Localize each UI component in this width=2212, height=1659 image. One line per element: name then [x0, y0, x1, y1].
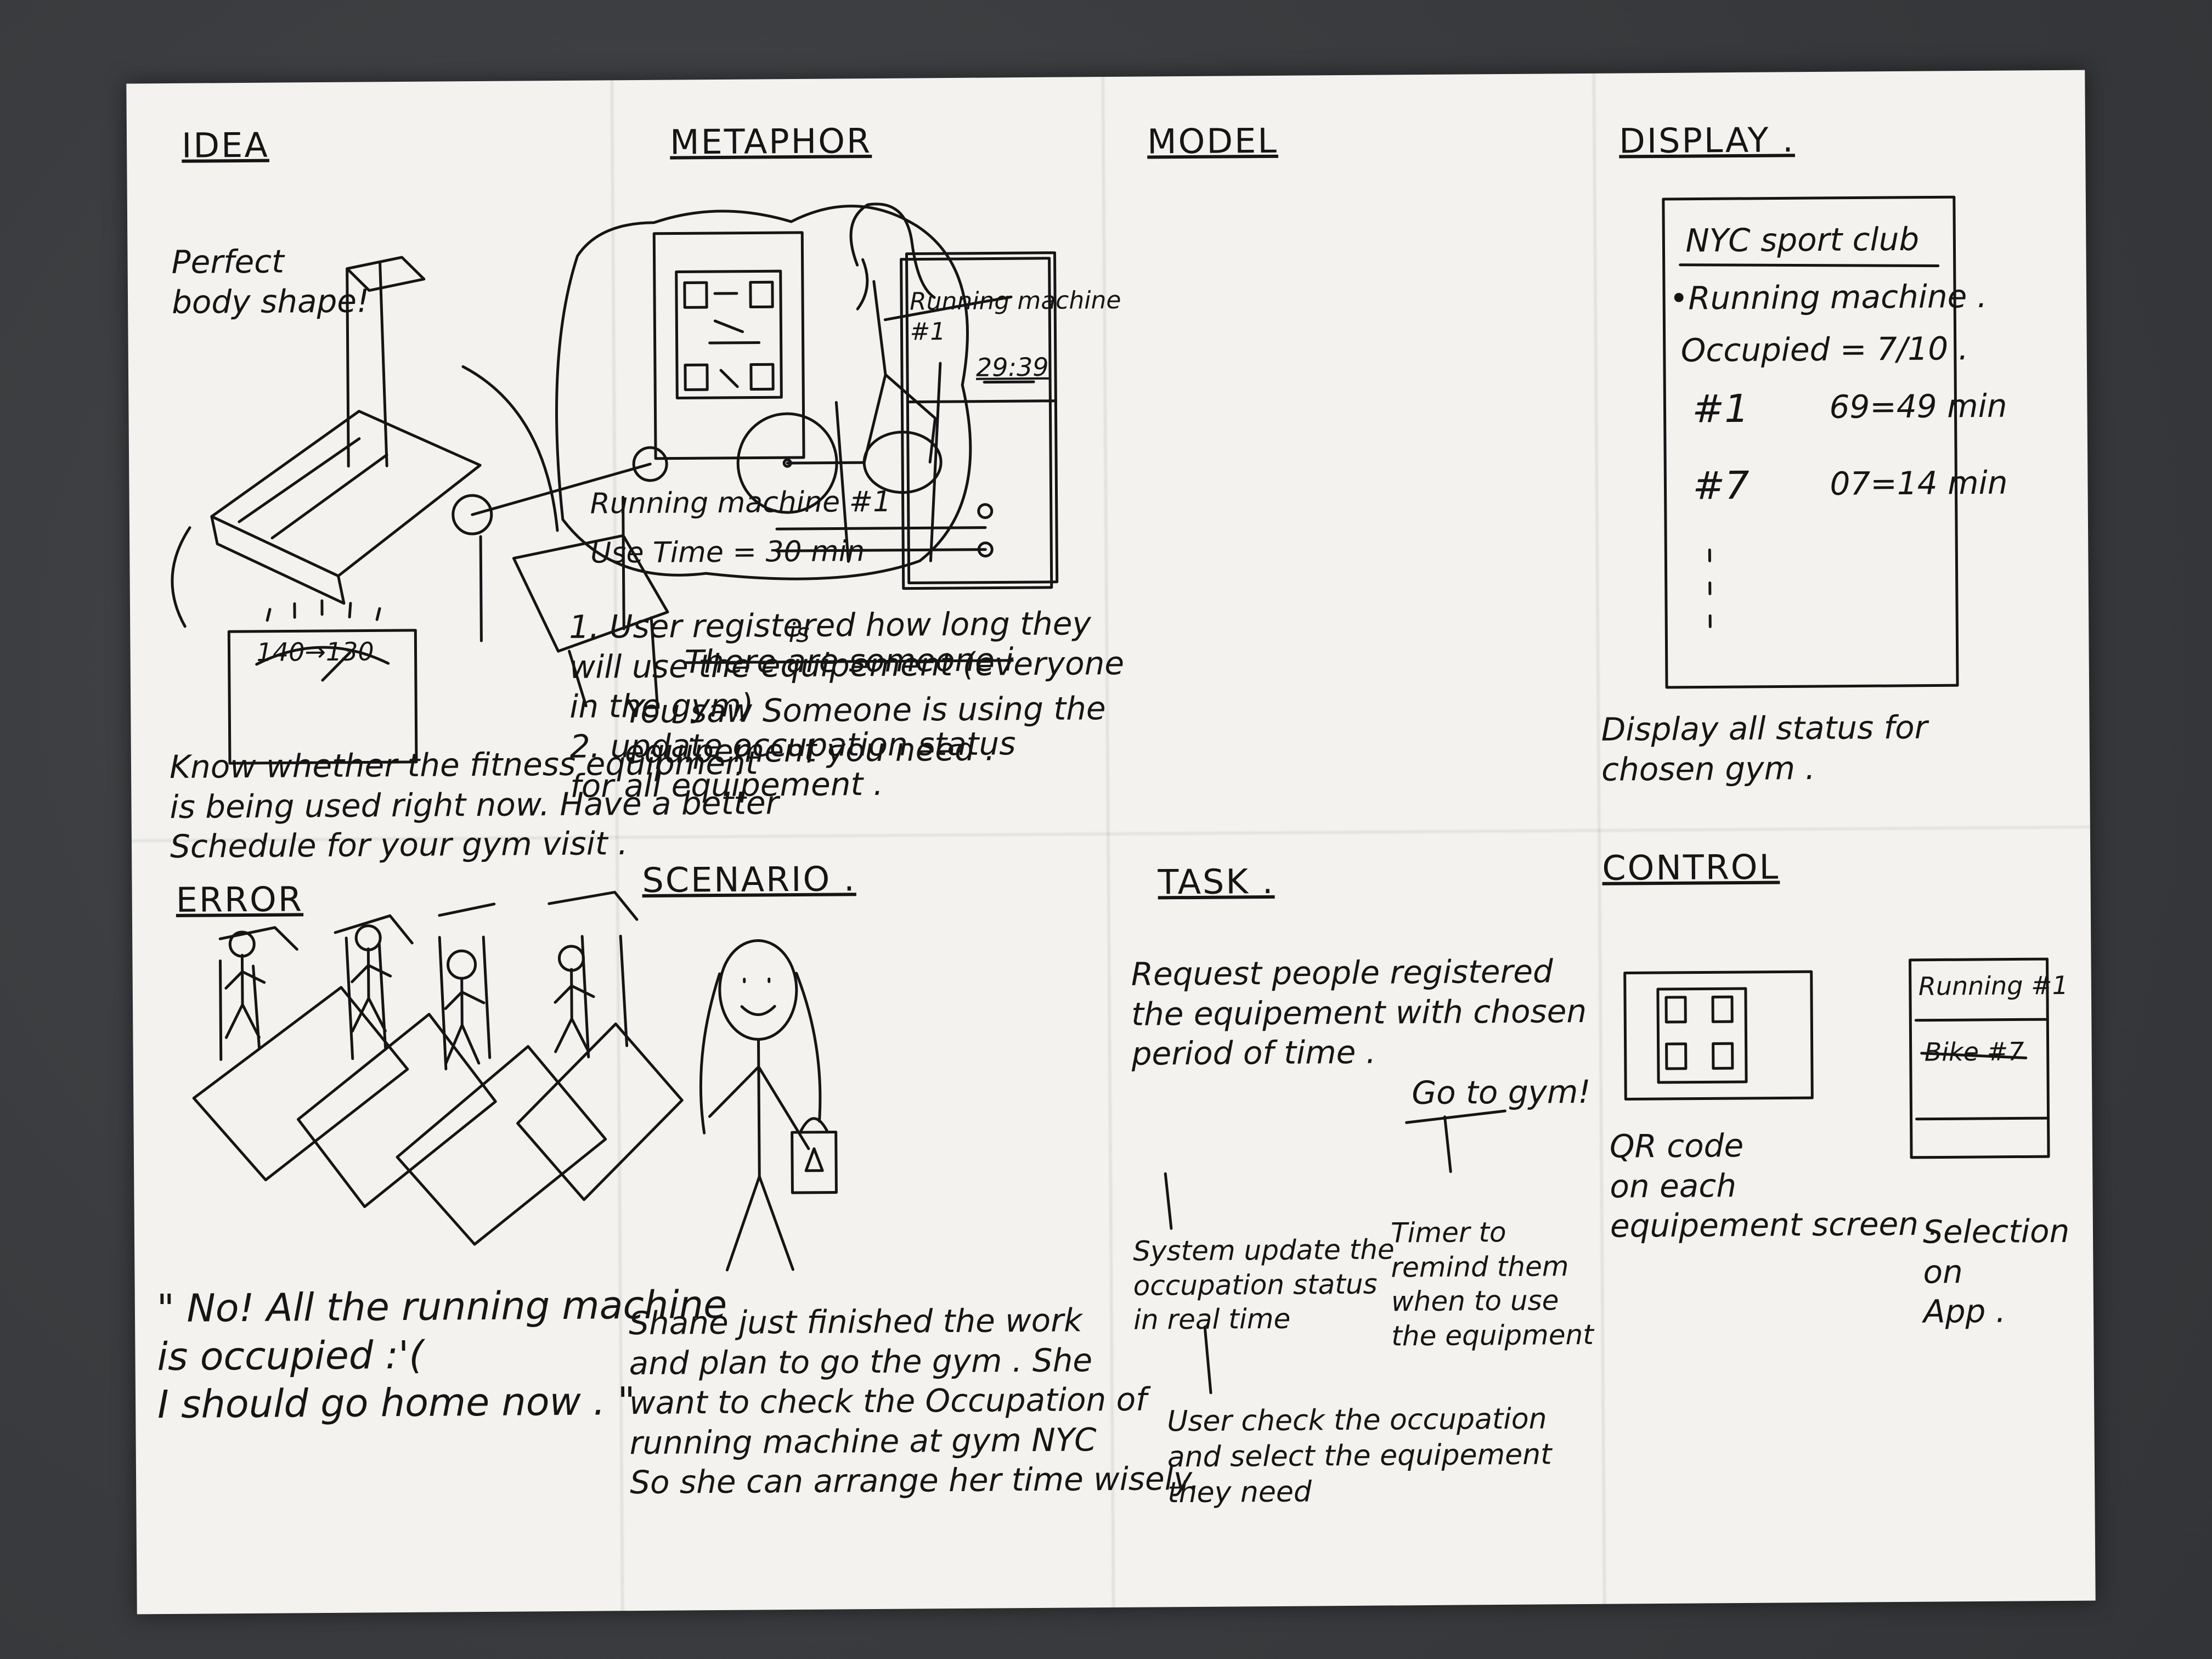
display-row-time: 69=49 min: [1829, 387, 2007, 426]
error-treadmills-sketch: [192, 890, 684, 1246]
model-sketch: [555, 205, 1059, 590]
display-row-id: #1: [1692, 386, 1750, 432]
display-screen-item: •Running machine .: [1669, 277, 1988, 317]
model-card-label: Running machine #1: [590, 485, 891, 521]
model-phone-label: Running machine #1: [909, 286, 1121, 346]
panel-title-scenario: SCENARIO .: [642, 859, 856, 900]
display-row-id: #7: [1692, 462, 1750, 509]
panel-title-idea: IDEA: [181, 125, 269, 166]
display-screen-header: NYC sport club: [1685, 220, 1920, 259]
idea-slogan: Perfect body shape!: [171, 242, 370, 321]
model-card-time: Use Time = 30 min: [590, 535, 865, 570]
shane-figure-sketch: [699, 939, 838, 1272]
control-app-item: Running #1: [1918, 970, 2069, 1001]
task-system: System update the occupation status in r…: [1133, 1233, 1395, 1336]
sketch-paper: IDEA Perfect body shape! 140→130 Know wh…: [126, 70, 2096, 1615]
panel-title-task: TASK .: [1158, 861, 1275, 902]
display-row-time: 07=14 min: [1830, 464, 2008, 503]
display-screen-sketch: [1662, 195, 1959, 689]
task-user: User check the occupation and select the…: [1167, 1402, 1552, 1510]
panel-title-error: ERROR: [176, 879, 304, 920]
task-main: Request people registered the equipement…: [1131, 952, 1587, 1073]
display-screen-occupied: Occupied = 7/10 .: [1680, 330, 1969, 369]
model-phone-timer: 29:39: [975, 352, 1049, 382]
fold-line: [1591, 73, 1607, 1604]
task-go-to-gym: Go to gym!: [1411, 1073, 1591, 1112]
panel-title-metaphor: METAPHOR: [669, 121, 872, 162]
task-timer: Timer to remind them when to use the equ…: [1390, 1216, 1594, 1352]
model-caption: 1. User registered how long they will us…: [569, 605, 1125, 805]
control-app-caption: Selection on App .: [1922, 1212, 2070, 1330]
panel-title-display: DISPLAY .: [1618, 120, 1795, 161]
idea-scale-reading: 140→130: [256, 636, 374, 667]
panel-title-model: MODEL: [1147, 120, 1279, 162]
scenario-caption: Shane just finished the work and plan to…: [628, 1301, 1200, 1502]
control-qr-caption: QR code on each equipement screen .: [1609, 1126, 1939, 1245]
panel-title-control: CONTROL: [1602, 847, 1780, 888]
control-app-item: Bike #7: [1924, 1036, 2024, 1067]
display-caption: Display all status for chosen gym .: [1601, 708, 1928, 788]
